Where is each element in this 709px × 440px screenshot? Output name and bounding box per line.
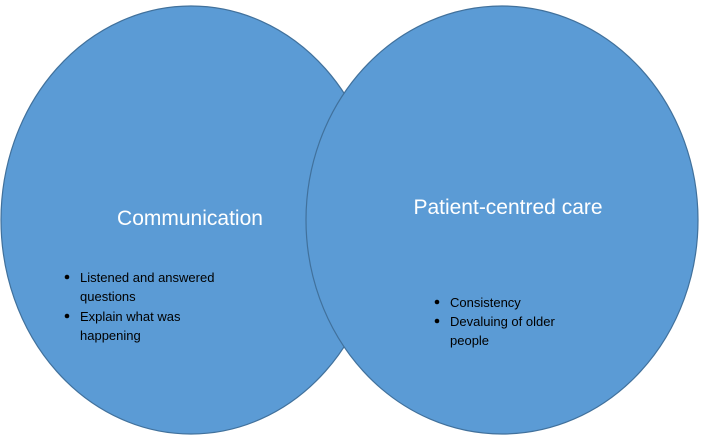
bullet-dot — [64, 274, 70, 280]
bullet-dot — [64, 313, 70, 319]
communication-bullet-2: Explain what was happening — [64, 309, 181, 343]
communication-bullet-1-line-1: Listened and answered — [80, 270, 214, 285]
patient-centred-care-bullet-1: Consistency — [434, 295, 521, 310]
communication-bullet-1: Listened and answered questions — [64, 270, 214, 304]
circle-patient-centred-care-shape — [305, 5, 699, 435]
patient-centred-care-bullet-2-line-1: Devaluing of older — [450, 314, 555, 329]
bullet-dot — [434, 318, 440, 324]
communication-bullet-1-line-2: questions — [80, 289, 136, 304]
communication-title: Communication — [117, 207, 263, 230]
patient-centred-care-bullet-1-line-1: Consistency — [450, 295, 521, 310]
patient-centred-care-bullet-2-line-2: people — [450, 333, 489, 348]
circle-patient-centred-care — [305, 5, 699, 435]
bullet-dot — [434, 299, 440, 305]
communication-bullet-2-line-1: Explain what was — [80, 309, 181, 324]
patient-centred-care-title: Patient-centred care — [413, 196, 602, 219]
communication-bullet-2-line-2: happening — [80, 328, 141, 343]
patient-centred-care-bullet-2: Devaluing of older people — [434, 314, 555, 348]
